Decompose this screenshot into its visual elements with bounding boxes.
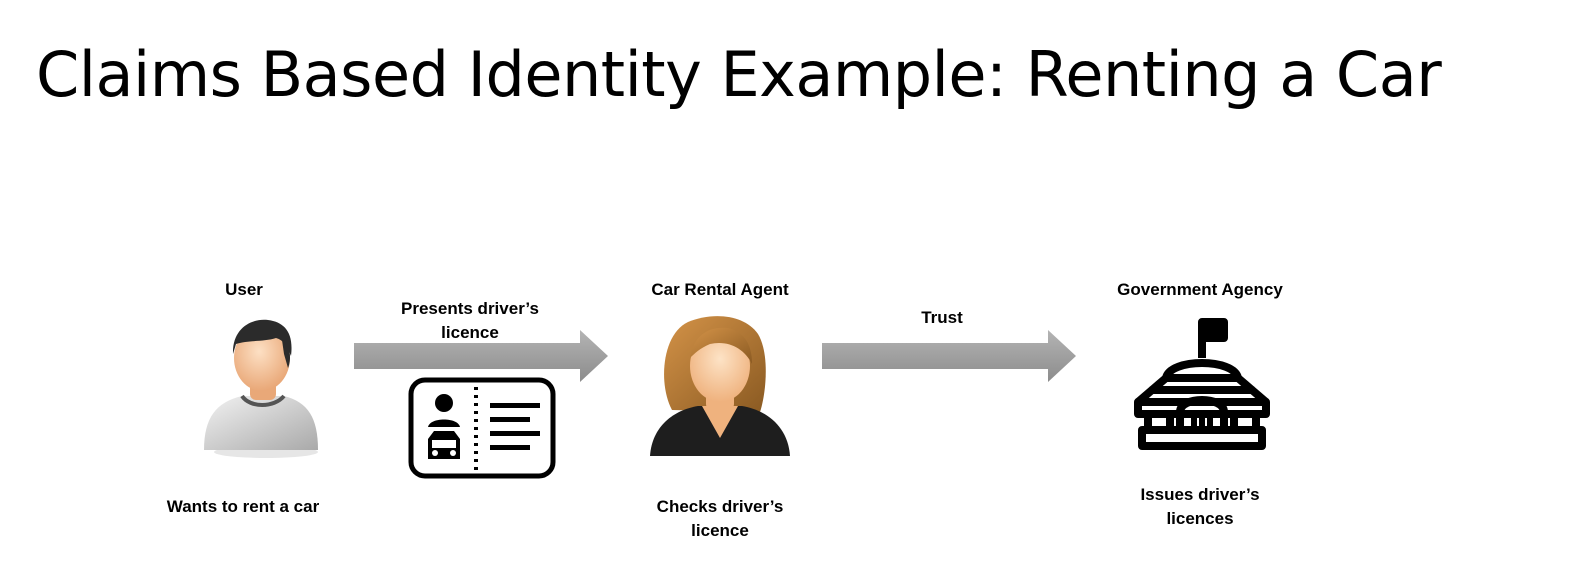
agent-description: Checks driver’s licence: [656, 497, 784, 540]
presents-licence-arrow: [354, 330, 608, 382]
presents-licence-label: Presents driver’s licence: [401, 299, 539, 342]
trust-label: Trust: [921, 308, 963, 327]
user-label: User: [225, 280, 263, 299]
agent-label: Car Rental Agent: [651, 280, 789, 299]
agency-description: Issues driver’s licences: [1140, 485, 1260, 528]
user-description: Wants to rent a car: [166, 497, 320, 516]
trust-arrow: [822, 330, 1076, 382]
person-male-icon: [204, 319, 318, 458]
drivers-licence-card-icon: [408, 377, 556, 479]
agency-label: Government Agency: [1117, 280, 1283, 299]
government-building-icon: [1134, 318, 1270, 450]
slide-title: Claims Based Identity Example: Renting a…: [36, 38, 1442, 111]
person-female-icon: [650, 316, 790, 456]
